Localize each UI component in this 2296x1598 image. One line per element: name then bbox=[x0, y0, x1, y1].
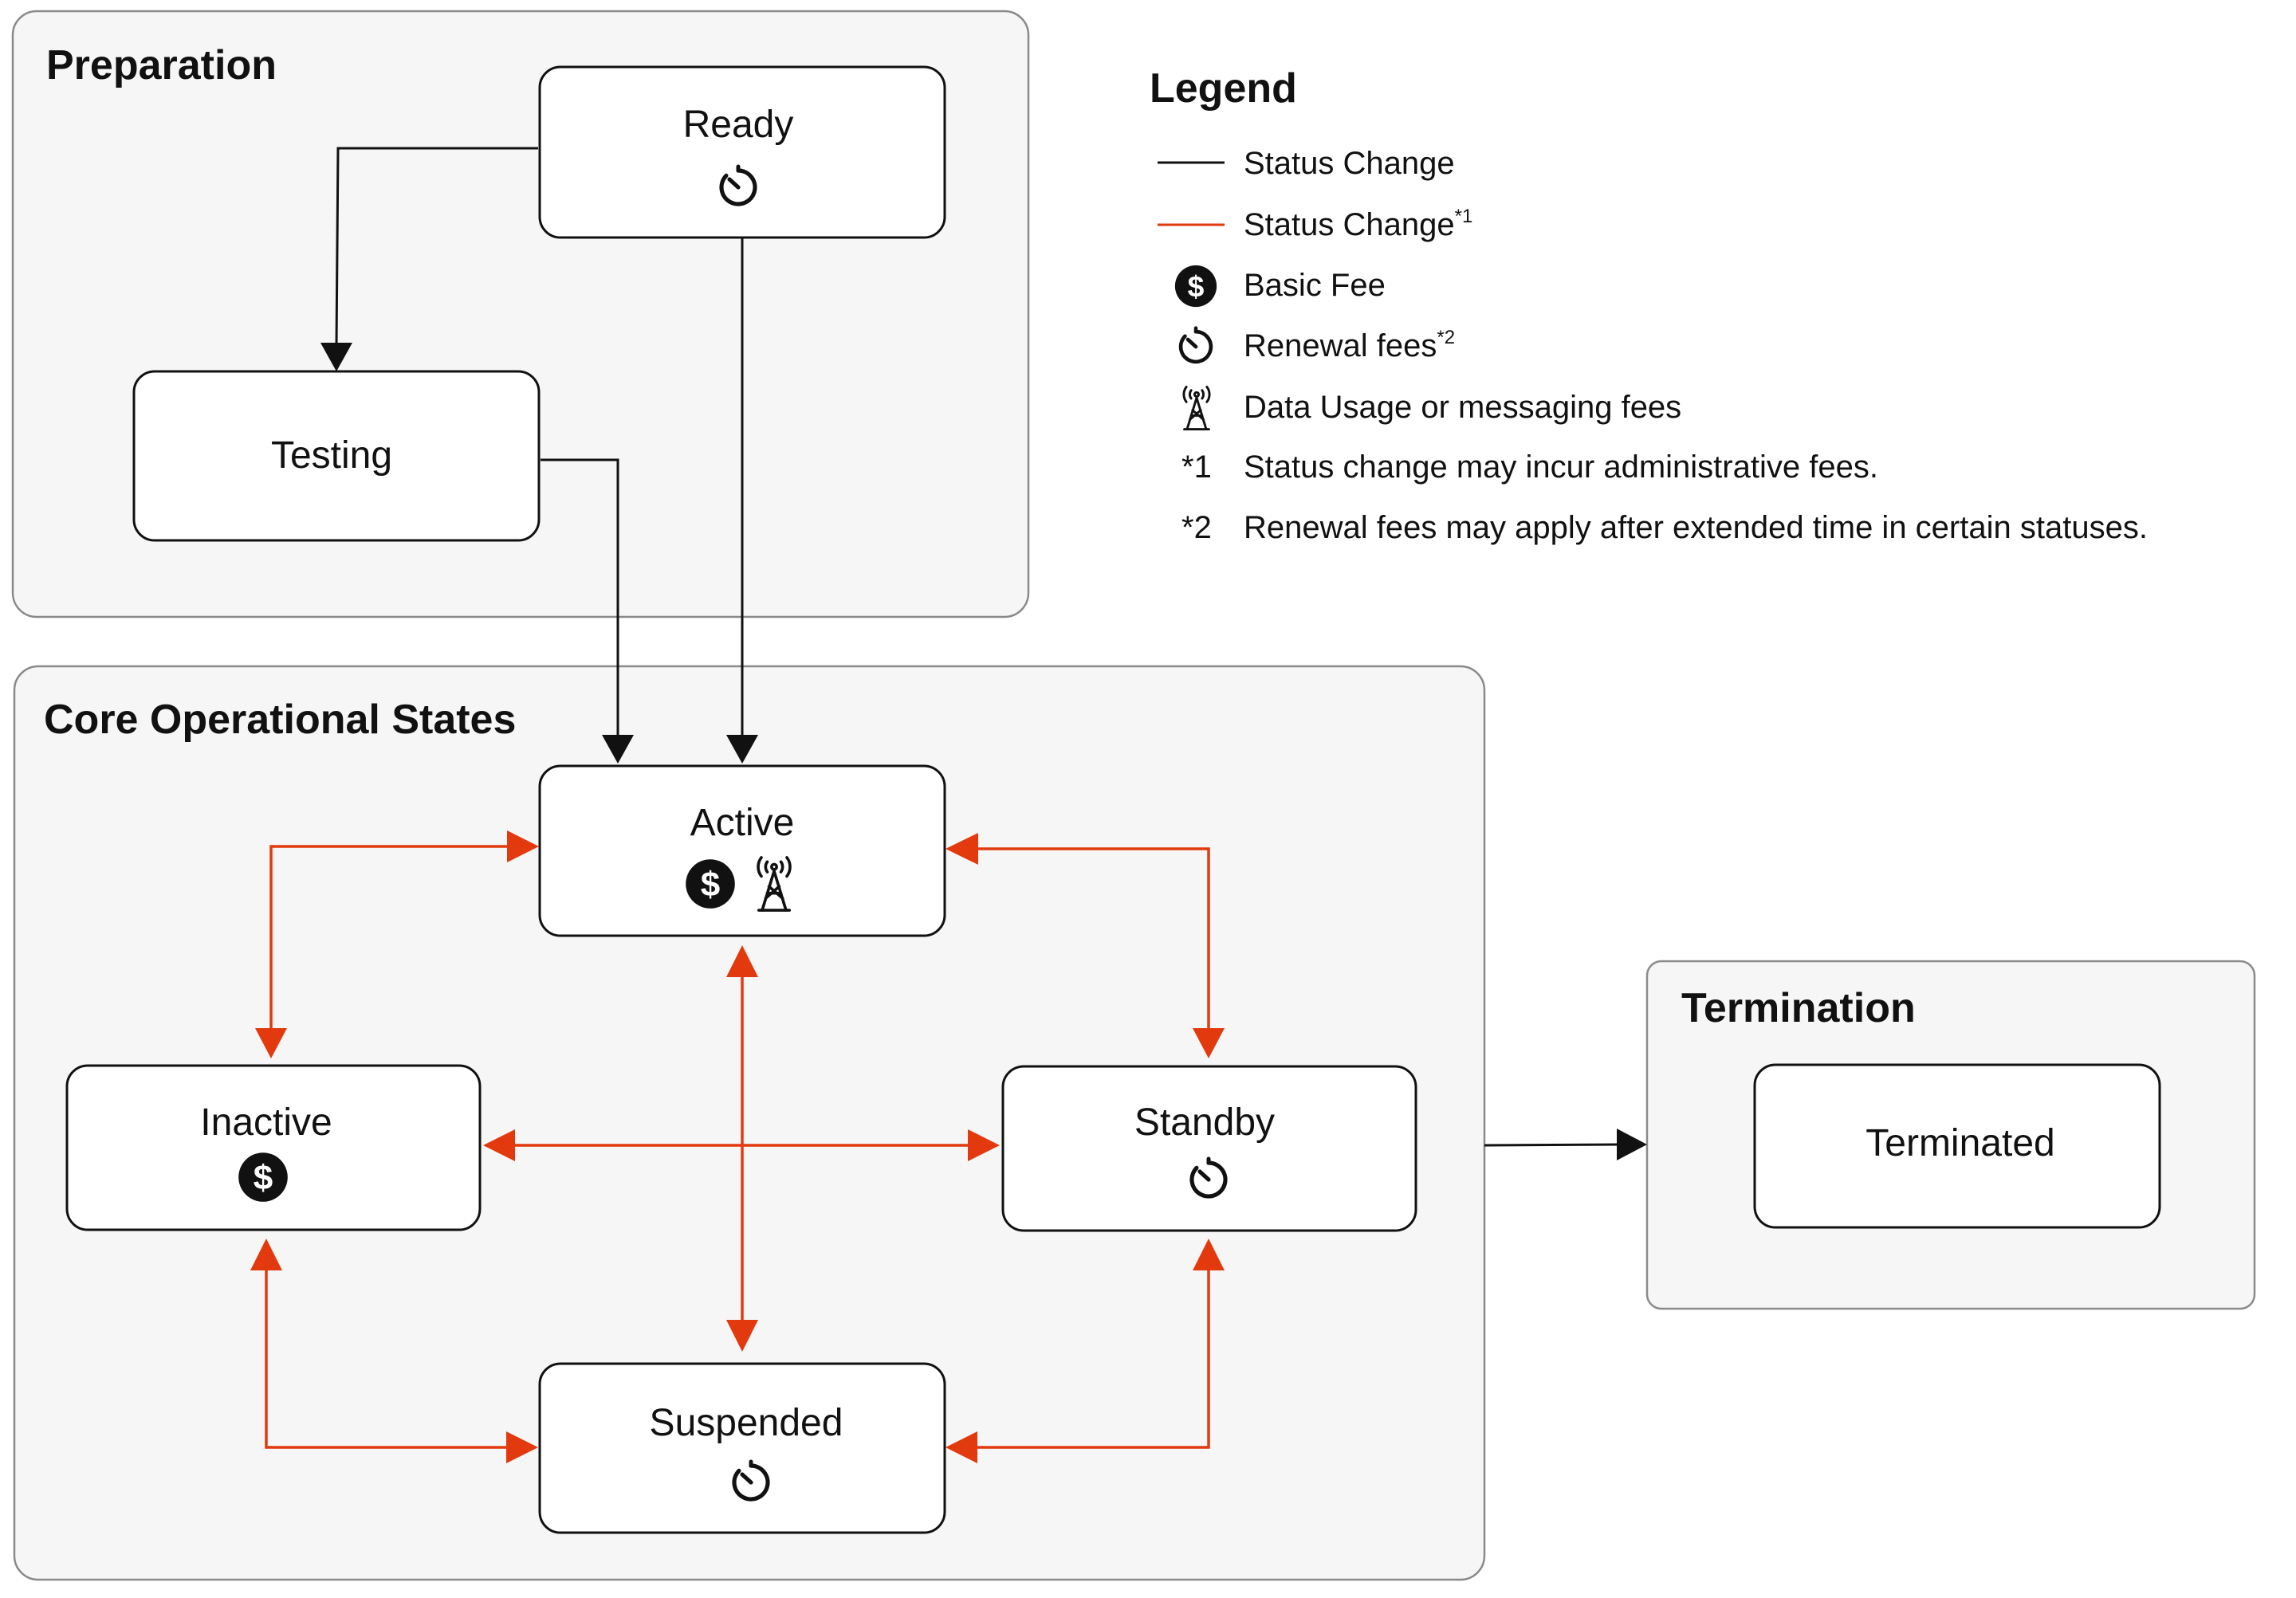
node-terminated[interactable]: Terminated bbox=[1753, 1063, 2161, 1229]
arrowhead-active-left bbox=[507, 830, 539, 862]
arrowhead-active-from-ready bbox=[726, 735, 758, 764]
node-active[interactable]: Active bbox=[538, 764, 946, 937]
dollar-icon bbox=[686, 859, 735, 909]
dollar-icon bbox=[1174, 265, 1217, 308]
legend-note1-text: Status change may incur administrative f… bbox=[1244, 450, 1878, 485]
arrowhead-active-bottom bbox=[726, 945, 758, 977]
arrowhead-termination bbox=[1617, 1129, 1647, 1160]
arrowhead-suspended-right bbox=[946, 1431, 977, 1463]
legend-note2-text: Renewal fees may apply after extended ti… bbox=[1244, 510, 2148, 545]
edge-testing-active bbox=[541, 458, 619, 738]
node-inactive[interactable]: Inactive bbox=[65, 1064, 482, 1231]
node-label-suspended: Suspended bbox=[650, 1402, 843, 1444]
group-title-termination: Termination bbox=[1681, 985, 1916, 1031]
edge-standby-suspended bbox=[974, 1267, 1210, 1449]
renewal-timer-icon bbox=[1181, 328, 1211, 362]
connectors bbox=[250, 147, 1647, 1463]
edge-active-standby bbox=[974, 847, 1210, 1031]
node-label-standby: Standby bbox=[1134, 1101, 1275, 1144]
node-label-ready: Ready bbox=[683, 104, 794, 146]
arrowhead-standby-bottom bbox=[1193, 1239, 1225, 1270]
legend-sup-1: *1 bbox=[1455, 206, 1473, 227]
arrowhead-active-from-testing bbox=[602, 735, 634, 764]
legend: Legend Status Change Status Change*1 Bas… bbox=[1150, 65, 2148, 545]
arrowhead-standby-top bbox=[1193, 1028, 1225, 1058]
arrowhead-inactive-right bbox=[483, 1129, 515, 1161]
legend-note1-marker: *1 bbox=[1181, 450, 1212, 485]
arrowhead-inactive-bottom bbox=[250, 1239, 282, 1270]
arrowhead-standby-left bbox=[968, 1129, 1000, 1161]
edge-inactive-suspended bbox=[265, 1267, 509, 1449]
arrowhead-suspended-top bbox=[726, 1320, 758, 1352]
edge-active-inactive bbox=[269, 845, 511, 1031]
node-label-testing: Testing bbox=[271, 434, 392, 477]
legend-status-change-admin: Status Change*1 bbox=[1244, 206, 1472, 242]
arrowhead-suspended-left bbox=[506, 1431, 538, 1463]
legend-renewal-fees: Renewal fees*2 bbox=[1244, 327, 1455, 363]
edge-ready-testing bbox=[335, 147, 538, 347]
node-label-terminated: Terminated bbox=[1866, 1122, 2054, 1164]
antenna-icon bbox=[1182, 385, 1211, 431]
arrowhead-inactive-top bbox=[255, 1028, 287, 1058]
node-label-active: Active bbox=[690, 802, 795, 844]
node-suspended[interactable]: Suspended bbox=[538, 1362, 946, 1534]
group-core-operational-states bbox=[13, 665, 1486, 1581]
arrowhead-active-right bbox=[946, 833, 978, 865]
node-ready[interactable]: Ready bbox=[538, 65, 946, 239]
legend-title: Legend bbox=[1150, 65, 1297, 112]
legend-basic-fee: Basic Fee bbox=[1244, 268, 1386, 303]
group-title-preparation: Preparation bbox=[46, 42, 277, 88]
legend-status-change: Status Change bbox=[1244, 146, 1455, 181]
node-testing[interactable]: Testing bbox=[132, 370, 541, 542]
arrowhead-testing bbox=[320, 343, 352, 371]
node-label-inactive: Inactive bbox=[200, 1101, 332, 1144]
legend-note2-marker: *2 bbox=[1181, 510, 1212, 545]
group-title-core: Core Operational States bbox=[44, 697, 516, 743]
legend-data-usage: Data Usage or messaging fees bbox=[1244, 390, 1681, 425]
node-standby[interactable]: Standby bbox=[1001, 1065, 1417, 1232]
legend-sup-2: *2 bbox=[1437, 327, 1455, 348]
dollar-icon bbox=[238, 1152, 288, 1202]
